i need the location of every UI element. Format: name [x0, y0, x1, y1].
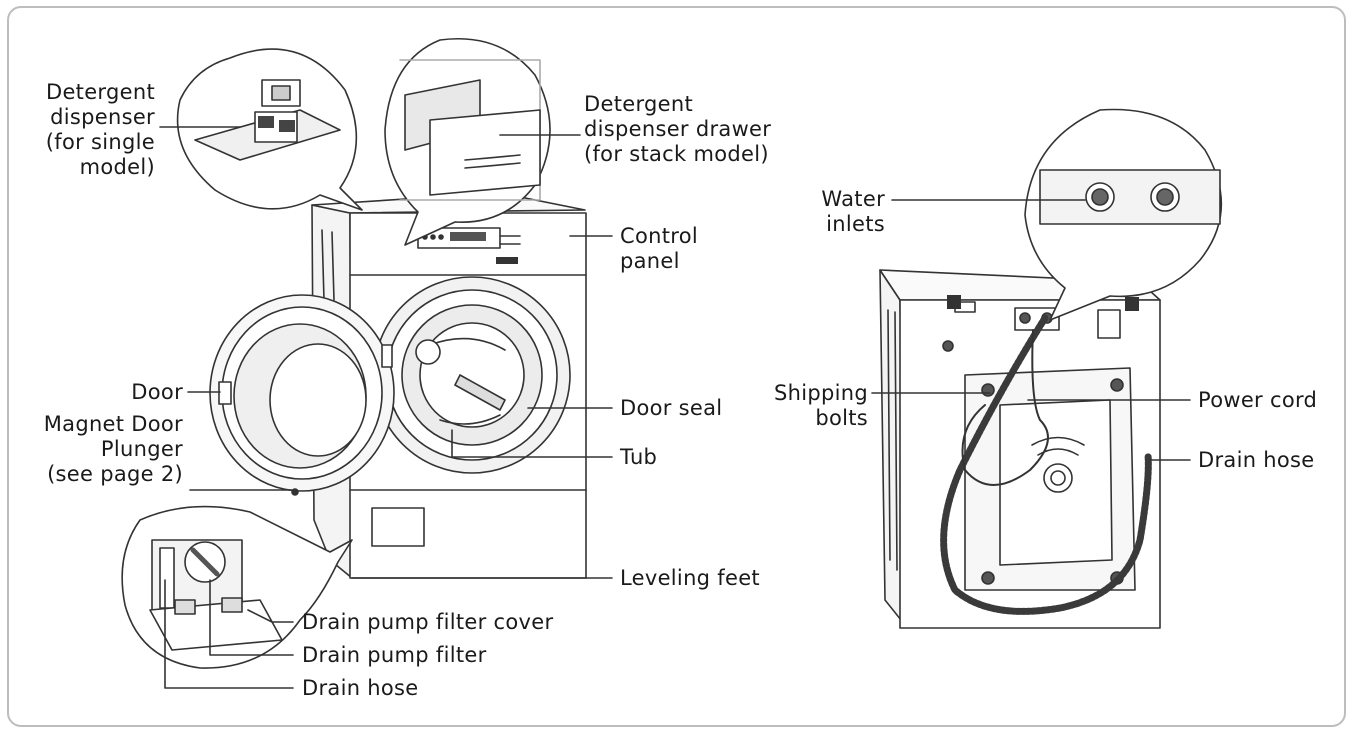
label-water-inlets: Water inlets — [821, 187, 885, 236]
label-drain-hose-back: Drain hose — [1198, 448, 1315, 472]
water-inlets-callout — [1024, 108, 1223, 321]
label-control-panel: Control panel — [620, 224, 699, 273]
label-drain-hose-front: Drain hose — [302, 676, 419, 700]
label-drain-pump-filter-cover: Drain pump filter cover — [302, 610, 554, 634]
label-magnet-door-plunger: Magnet Door Plunger (see page 2) — [43, 412, 183, 486]
label-detergent-dispenser-single: Detergent dispenser (for single model) — [45, 80, 155, 179]
label-detergent-dispenser-drawer: Detergent dispenser drawer (for stack mo… — [584, 92, 772, 166]
label-drain-pump-filter: Drain pump filter — [302, 643, 487, 667]
dispenser-drawer-callout — [384, 37, 551, 246]
front-washer — [209, 192, 587, 579]
label-shipping-bolts: Shipping bolts — [773, 381, 868, 430]
label-door-seal: Door seal — [620, 396, 723, 420]
label-door: Door — [131, 380, 183, 404]
label-tub: Tub — [620, 445, 658, 469]
label-leveling-feet: Leveling feet — [620, 566, 760, 590]
label-power-cord: Power cord — [1198, 388, 1318, 412]
dispenser-single-callout — [176, 48, 363, 211]
back-washer — [879, 269, 1161, 629]
leader-lines — [159, 126, 1191, 689]
